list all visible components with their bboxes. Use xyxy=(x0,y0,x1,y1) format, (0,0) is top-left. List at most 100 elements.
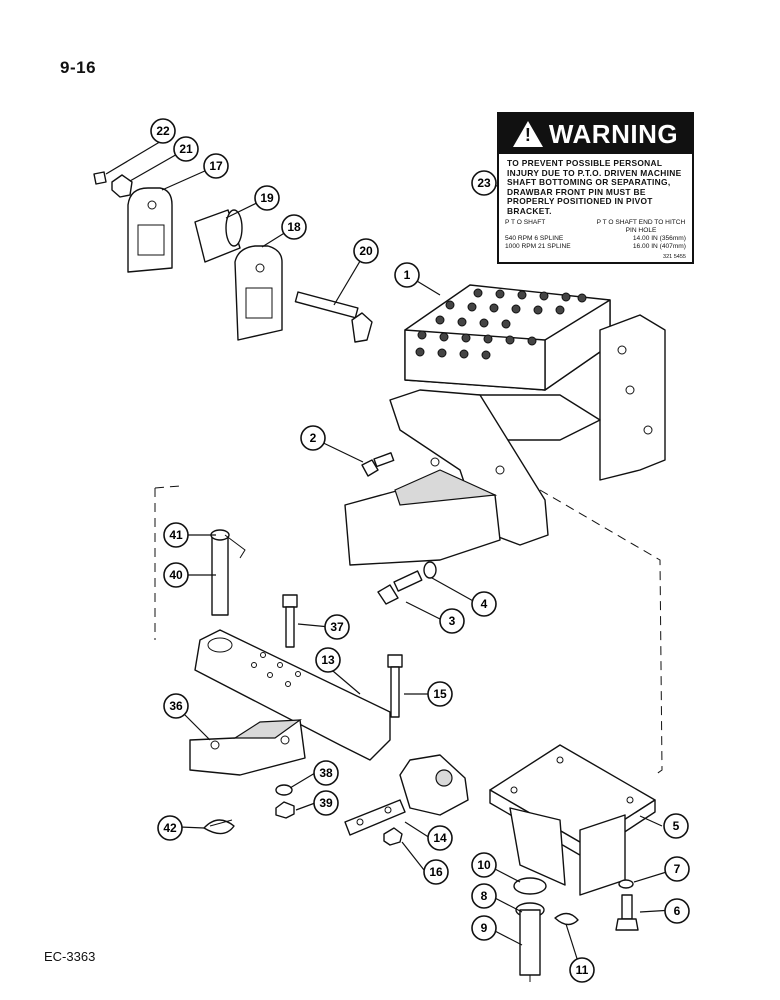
warning-table: P T O SHAFT P T O SHAFT END TO HITCH PIN… xyxy=(499,216,692,251)
svg-text:9: 9 xyxy=(481,921,488,935)
svg-text:11: 11 xyxy=(576,963,589,977)
svg-text:22: 22 xyxy=(156,124,170,138)
svg-text:42: 42 xyxy=(163,821,177,835)
callout-15: 15 xyxy=(427,681,453,707)
warning-message: TO PREVENT POSSIBLE PERSONAL INJURY DUE … xyxy=(507,158,682,216)
svg-text:1: 1 xyxy=(404,268,411,282)
warning-part-code: 321 5455 xyxy=(663,254,686,260)
part-19-bushing xyxy=(194,209,243,263)
svg-text:2: 2 xyxy=(310,431,317,445)
svg-text:40: 40 xyxy=(169,568,183,582)
callout-6: 6 xyxy=(664,898,690,924)
warning-col-right-header: P T O SHAFT END TO HITCH PIN HOLE xyxy=(596,219,686,234)
svg-text:39: 39 xyxy=(319,796,333,810)
svg-text:10: 10 xyxy=(477,858,491,872)
leader-lines xyxy=(105,139,674,969)
part-15-bolt xyxy=(387,654,403,718)
part-37-bolt xyxy=(282,594,298,648)
part-22-grease-fitting xyxy=(93,171,107,185)
callout-16: 16 xyxy=(423,859,449,885)
part-16-nut xyxy=(383,827,403,846)
part-8-hitch-pin xyxy=(515,902,545,982)
dashed-guide xyxy=(154,485,663,776)
part-39-nut xyxy=(275,801,295,819)
svg-text:4: 4 xyxy=(481,597,488,611)
svg-text:13: 13 xyxy=(321,653,335,667)
callout-9: 9 xyxy=(471,915,497,941)
part-13-drawbar xyxy=(194,629,391,761)
callout-19: 19 xyxy=(254,185,280,211)
callout-1: 1 xyxy=(394,262,420,288)
part-38-washer xyxy=(275,784,293,796)
warning-row1-left: 540 RPM 6 SPLINE xyxy=(505,235,564,242)
part-18-plate xyxy=(234,245,283,341)
callout-2: 2 xyxy=(300,425,326,451)
part-20-bolt xyxy=(294,291,373,343)
svg-text:37: 37 xyxy=(330,620,344,634)
callout-21: 21 xyxy=(173,136,199,162)
part-3-bolt xyxy=(377,570,423,605)
svg-text:14: 14 xyxy=(433,831,447,845)
warning-title: WARNING xyxy=(548,118,679,149)
svg-text:23: 23 xyxy=(477,176,491,190)
callout-36: 36 xyxy=(163,693,189,719)
svg-text:20: 20 xyxy=(359,244,373,258)
callout-42: 42 xyxy=(157,815,183,841)
callout-18: 18 xyxy=(281,214,307,240)
svg-text:38: 38 xyxy=(319,766,333,780)
part-1-support-bracket xyxy=(344,284,666,566)
callout-3: 3 xyxy=(439,608,465,634)
callout-8: 8 xyxy=(471,883,497,909)
warning-row2-left: 1000 RPM 21 SPLINE xyxy=(505,243,571,250)
svg-text:21: 21 xyxy=(179,142,193,156)
warning-header: ! WARNING xyxy=(499,114,692,154)
svg-text:7: 7 xyxy=(674,862,681,876)
page-number: 9-16 xyxy=(60,58,97,77)
warning-row1-right: 14.00 IN (356mm) xyxy=(632,235,686,242)
part-40-pin xyxy=(210,529,246,616)
svg-text:41: 41 xyxy=(169,528,183,542)
callout-37: 37 xyxy=(324,614,350,640)
footer-code: EC-3363 xyxy=(44,949,96,964)
part-36-bracket xyxy=(189,719,306,776)
callout-23: 23 xyxy=(471,170,497,196)
callout-41: 41 xyxy=(163,522,189,548)
warning-triangle-icon: ! xyxy=(512,121,543,147)
part-42-lynch-pin xyxy=(203,819,235,835)
svg-text:6: 6 xyxy=(674,904,681,918)
part-4-lock-washer xyxy=(423,561,437,579)
part-2-bolt xyxy=(361,452,395,477)
svg-text:36: 36 xyxy=(169,699,183,713)
part-21-nut xyxy=(111,174,133,198)
svg-text:5: 5 xyxy=(673,819,680,833)
callout-40: 40 xyxy=(163,562,189,588)
callout-22: 22 xyxy=(150,118,176,144)
warning-row2-right: 16.00 IN (407mm) xyxy=(632,243,686,250)
svg-text:15: 15 xyxy=(433,687,447,701)
callout-17: 17 xyxy=(203,153,229,179)
svg-text:18: 18 xyxy=(287,220,301,234)
svg-text:19: 19 xyxy=(260,191,274,205)
warning-decal: ! WARNING TO PREVENT POSSIBLE PERSONAL I… xyxy=(497,112,694,264)
callout-39: 39 xyxy=(313,790,339,816)
callout-13: 13 xyxy=(315,647,341,673)
part-7-lock-washer xyxy=(618,879,634,889)
svg-text:8: 8 xyxy=(481,889,488,903)
callout-10: 10 xyxy=(471,852,497,878)
part-11-retainer xyxy=(554,912,579,926)
callout-7: 7 xyxy=(664,856,690,882)
part-14-plate xyxy=(344,799,406,836)
callout-5: 5 xyxy=(663,813,689,839)
pivot-block xyxy=(399,754,469,816)
callout-38: 38 xyxy=(313,760,339,786)
warning-col-left-header: P T O SHAFT xyxy=(505,219,546,226)
callout-4: 4 xyxy=(471,591,497,617)
part-5-pivot-bracket xyxy=(489,744,656,896)
svg-text:16: 16 xyxy=(429,865,443,879)
callout-20: 20 xyxy=(353,238,379,264)
callout-14: 14 xyxy=(427,825,453,851)
part-10-washer xyxy=(513,877,547,895)
callout-11: 11 xyxy=(569,957,595,983)
part-6-bolt xyxy=(615,894,639,931)
